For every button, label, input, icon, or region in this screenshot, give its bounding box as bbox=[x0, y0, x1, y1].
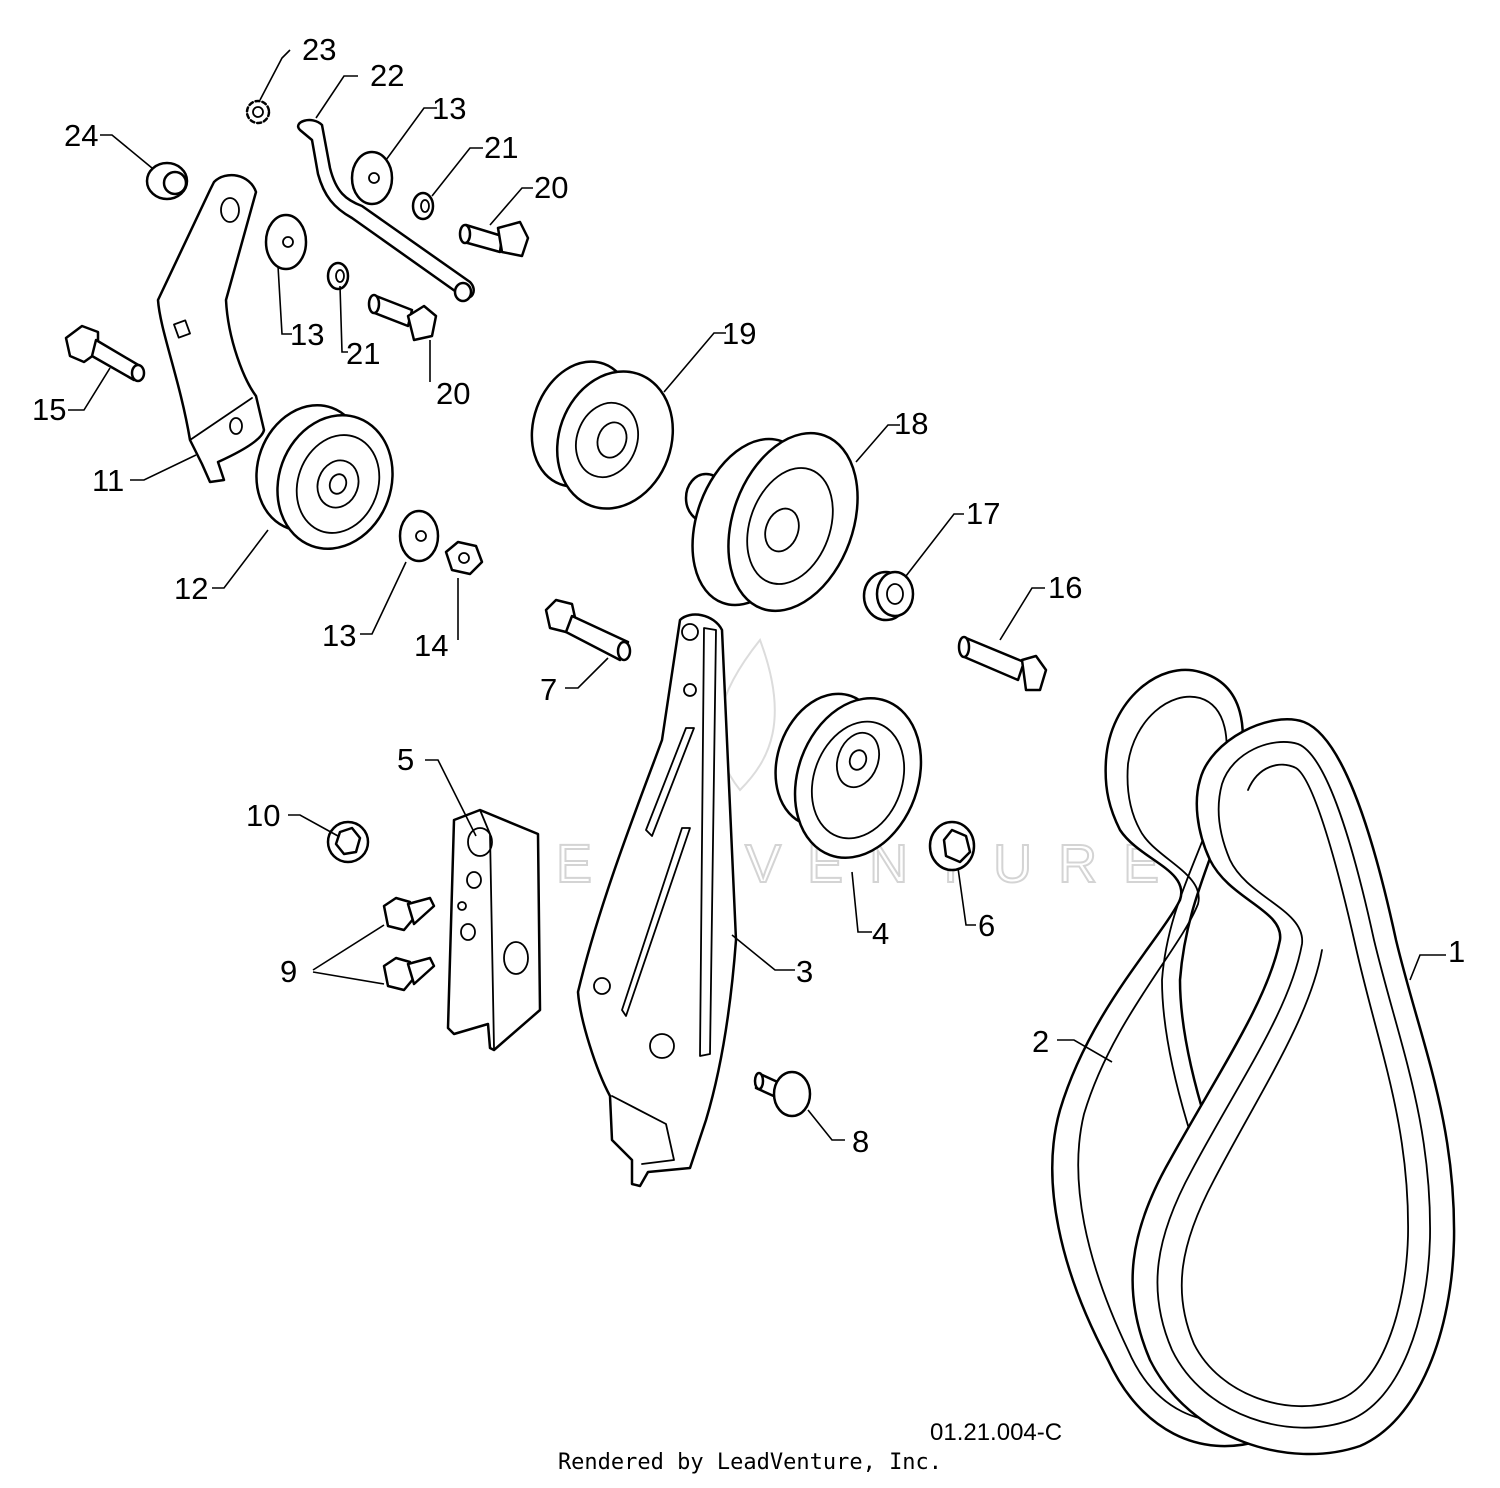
part-idler-pulley-upper bbox=[255, 404, 394, 550]
callout-17: 17 bbox=[966, 496, 1000, 531]
part-screw-top bbox=[382, 896, 436, 932]
part-spacer bbox=[862, 570, 915, 622]
part-pulley-v-large bbox=[684, 431, 859, 613]
part-idler-pulley-lower bbox=[774, 692, 923, 859]
part-flange-nut bbox=[928, 820, 976, 872]
callout-labels: 1 2 3 4 5 6 7 8 9 10 11 12 13 13 13 14 1… bbox=[32, 32, 1465, 1159]
part-bolt-hex-short-top bbox=[458, 220, 530, 258]
callout-3: 3 bbox=[796, 954, 813, 989]
part-lock-nut bbox=[444, 540, 484, 576]
callout-20-top: 20 bbox=[534, 170, 568, 205]
part-screw-bottom bbox=[382, 956, 436, 992]
drawing-id: 01.21.004-C bbox=[930, 1419, 1062, 1446]
part-bolt-shoulder bbox=[544, 598, 632, 662]
callout-7: 7 bbox=[540, 672, 557, 707]
part-belt-outer bbox=[1131, 718, 1456, 1456]
part-flange-nut-small bbox=[326, 820, 370, 864]
callout-18: 18 bbox=[894, 406, 928, 441]
callout-16: 16 bbox=[1048, 570, 1082, 605]
leader-lines bbox=[68, 49, 1446, 1141]
part-flat-washer-mid bbox=[264, 213, 308, 271]
callout-13-low: 13 bbox=[322, 618, 356, 653]
callout-22: 22 bbox=[370, 58, 404, 93]
part-flange-bushing bbox=[145, 161, 189, 201]
callout-1: 1 bbox=[1448, 934, 1465, 969]
callout-8: 8 bbox=[852, 1124, 869, 1159]
callout-14: 14 bbox=[414, 628, 448, 663]
part-bolt-shoulder-upper bbox=[64, 324, 146, 383]
part-bolt-hex bbox=[957, 635, 1048, 692]
callout-20-low: 20 bbox=[436, 376, 470, 411]
callout-2: 2 bbox=[1032, 1024, 1049, 1059]
part-lock-washer-top bbox=[411, 191, 435, 221]
callout-15: 15 bbox=[32, 392, 66, 427]
callout-19: 19 bbox=[722, 316, 756, 351]
part-idler-arm-bracket bbox=[576, 613, 738, 1188]
part-bolt-short bbox=[753, 1070, 812, 1118]
part-bolt-hex-short-mid bbox=[367, 293, 438, 342]
callout-5: 5 bbox=[397, 742, 414, 777]
part-flat-washer-top bbox=[350, 150, 394, 206]
callout-21-low: 21 bbox=[346, 336, 380, 371]
part-lock-washer-mid bbox=[326, 261, 350, 291]
callout-21-top: 21 bbox=[484, 130, 518, 165]
part-rod-bent bbox=[296, 118, 475, 303]
part-mounting-plate bbox=[446, 808, 542, 1052]
part-idler-bracket-upper bbox=[156, 173, 266, 484]
callout-9: 9 bbox=[280, 954, 297, 989]
callout-13-mid: 13 bbox=[290, 317, 324, 352]
callout-24: 24 bbox=[64, 118, 98, 153]
callout-13-top: 13 bbox=[432, 91, 466, 126]
callout-11: 11 bbox=[92, 463, 124, 498]
callout-23: 23 bbox=[302, 32, 336, 67]
callout-6: 6 bbox=[978, 908, 995, 943]
part-flat-washer-low bbox=[398, 509, 440, 563]
callout-10: 10 bbox=[246, 798, 280, 833]
part-star-washer bbox=[245, 99, 271, 125]
footer-credit: Rendered by LeadVenture, Inc. bbox=[557, 1450, 943, 1475]
callout-12: 12 bbox=[174, 571, 208, 606]
part-pulley-v-small bbox=[530, 360, 675, 510]
callout-4: 4 bbox=[872, 916, 889, 951]
